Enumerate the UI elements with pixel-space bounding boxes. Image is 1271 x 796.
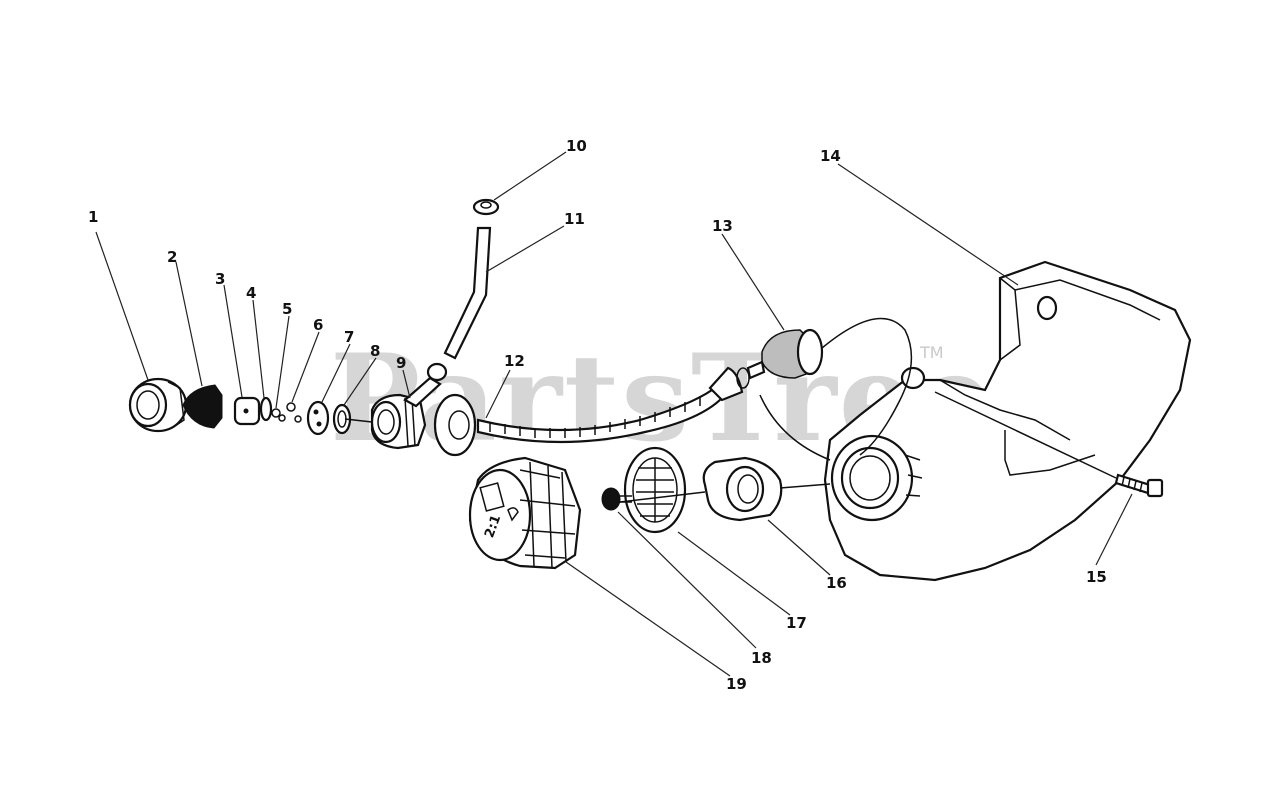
callout-7[interactable]: 7	[344, 328, 354, 346]
part-11-vent-tube[interactable]	[426, 226, 492, 382]
callout-5[interactable]: 5	[282, 300, 292, 318]
part-12-fuel-line[interactable]	[433, 366, 750, 457]
callout-2[interactable]: 2	[167, 248, 177, 266]
callout-19[interactable]: 19	[726, 675, 747, 693]
part-13-fuel-filter[interactable]	[746, 317, 913, 461]
part-19-fuel-cap[interactable]: 2:1	[468, 456, 582, 570]
part-3-fitting[interactable]	[233, 396, 261, 426]
part-9-fitting-body[interactable]	[370, 376, 442, 450]
callout-8[interactable]: 8	[370, 342, 380, 360]
callout-9[interactable]: 9	[396, 354, 406, 372]
callout-16[interactable]: 16	[826, 574, 847, 592]
part-14-fuel-tank[interactable]	[823, 260, 1192, 582]
part-6-spring[interactable]	[286, 402, 302, 423]
part-1-grommet[interactable]	[128, 377, 188, 433]
part-17-strainer[interactable]	[623, 446, 687, 534]
part-7-valve-plate[interactable]	[306, 400, 330, 436]
callout-17[interactable]: 17	[786, 614, 807, 632]
callout-3[interactable]: 3	[215, 270, 225, 288]
part-2-filter[interactable]	[182, 384, 223, 429]
part-18-vent-valve[interactable]	[601, 487, 632, 511]
part-10-grommet-cap[interactable]	[472, 198, 500, 216]
leader-lines	[95, 151, 1133, 677]
callout-18[interactable]: 18	[751, 649, 772, 667]
callout-13[interactable]: 13	[712, 217, 733, 235]
part-16-neck-adapter[interactable]	[702, 456, 783, 522]
cap-marking: 2:1	[482, 513, 504, 540]
callout-10[interactable]: 10	[566, 137, 587, 155]
callout-15[interactable]: 15	[1086, 568, 1107, 586]
callout-1[interactable]: 1	[88, 208, 98, 226]
part-5-clip[interactable]	[271, 408, 286, 422]
watermark-trademark: TM	[919, 343, 944, 362]
part-15-screw[interactable]	[1114, 473, 1164, 498]
callout-labels: 1 2 3 4 5 6 7 8 9 10 11 12 13 14 15 16 1…	[88, 137, 1107, 693]
callout-11[interactable]: 11	[564, 210, 585, 228]
callout-14[interactable]: 14	[820, 147, 841, 165]
part-4-ring[interactable]	[259, 396, 273, 422]
assembly-lines	[344, 391, 1117, 503]
callout-6[interactable]: 6	[313, 316, 323, 334]
callout-12[interactable]: 12	[504, 352, 525, 370]
callout-4[interactable]: 4	[246, 284, 256, 302]
